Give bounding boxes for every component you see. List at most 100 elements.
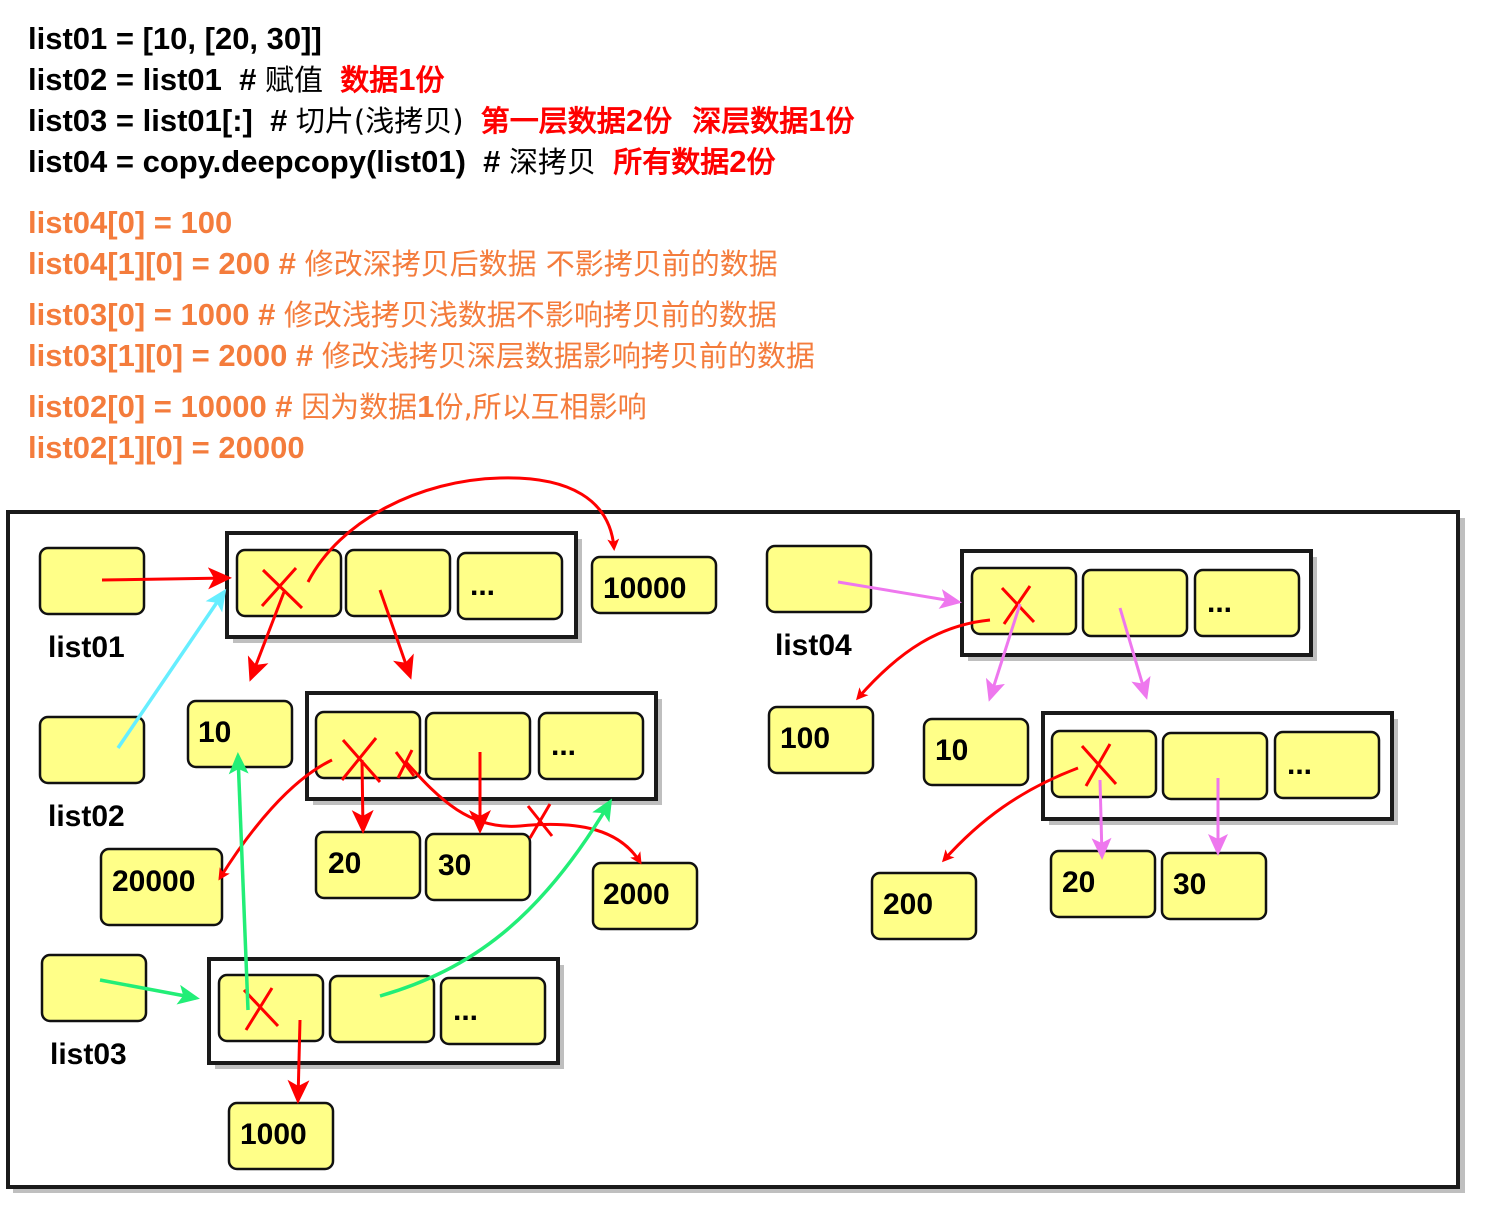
value-box-10-right xyxy=(922,717,1030,787)
op-line-2: list04[1][0] = 200 # 修改深拷贝后数据 不影拷贝前的数据 xyxy=(28,245,778,283)
value-box-20000 xyxy=(99,847,224,927)
value-text-20-right: 20 xyxy=(1062,866,1095,899)
deep-inner-cell-0 xyxy=(1050,729,1158,799)
op-comment: 修改浅拷贝深层数据影响拷贝前的数据 xyxy=(321,339,815,373)
list03-cell-1 xyxy=(328,974,436,1044)
list04-cell-1 xyxy=(1081,568,1189,638)
comment-text: 赋值 xyxy=(264,63,323,97)
op-line-6: list02[1][0] = 20000 xyxy=(28,430,305,465)
list01-cell-1 xyxy=(344,548,452,618)
arrow-list04-cell0-to-100 xyxy=(856,618,991,701)
list01-cell-0 xyxy=(235,548,343,618)
code-line-1: list01 = [10, [20, 30]] xyxy=(28,21,322,56)
note-text: 第一层数据 xyxy=(480,104,626,138)
comment-text: 切片(浅拷贝) xyxy=(295,104,464,138)
var-box-list04 xyxy=(765,544,873,614)
op-code: list04[1][0] = 200 # xyxy=(28,246,305,281)
arrow-cell0-to-10 xyxy=(247,591,286,682)
code-line-4: list04 = copy.deepcopy(list01) # 深拷贝 所有数… xyxy=(28,143,776,181)
op-code: list03[0] = 1000 # xyxy=(28,297,284,332)
deep-inner-cell-1 xyxy=(1161,731,1269,801)
note-text: 所有数据 xyxy=(613,145,730,179)
value-text-2000: 2000 xyxy=(603,878,670,911)
ellipsis-text: ... xyxy=(1207,586,1232,619)
cross-mark xyxy=(242,987,280,1031)
arrow-list02-to-list01 xyxy=(116,588,227,749)
arrow-cell1-to-inner xyxy=(378,589,414,680)
op-line-3: list03[0] = 1000 # 修改浅拷贝浅数据不影响拷贝前的数据 xyxy=(28,296,777,334)
note-text-mid: 份 深层数据 xyxy=(643,104,809,138)
value-text-20-left: 20 xyxy=(328,847,361,880)
value-text-20000: 20000 xyxy=(112,865,195,898)
inner-cell-0 xyxy=(314,710,422,780)
list04-cell-0 xyxy=(970,566,1078,636)
value-text-30-left: 30 xyxy=(438,849,471,882)
op-line-1: list04[0] = 100 xyxy=(28,205,233,240)
op-comment: 修改浅拷贝浅数据不影响拷贝前的数据 xyxy=(283,298,777,332)
note-text-end: 份 xyxy=(415,63,445,97)
op-line-5: list02[0] = 10000 # 因为数据1份,所以互相影响 xyxy=(28,388,647,426)
value-box-100 xyxy=(767,705,875,775)
arrow-inner-to-20000 xyxy=(218,758,333,881)
list03-cell-2 xyxy=(439,976,547,1046)
arrow-inner-to-20 xyxy=(351,759,374,834)
value-box-10000 xyxy=(590,555,718,615)
label-list04: list04 xyxy=(775,629,852,662)
note-number-2: 1 xyxy=(808,103,826,138)
value-text-30-right: 30 xyxy=(1173,868,1206,901)
code-text: list03 = list01[:] # xyxy=(28,103,296,138)
var-box-list01 xyxy=(38,546,146,616)
arrow-deep-inner-to-20 xyxy=(1091,779,1112,860)
cross-mark xyxy=(394,749,416,779)
code-line-3: list03 = list01[:] # 切片(浅拷贝) 第一层数据2份 深层数… xyxy=(28,102,855,140)
code-line-2: list02 = list01 # 赋值 数据1份 xyxy=(28,61,444,99)
value-text-10-right: 10 xyxy=(935,734,968,767)
deep-inner-cell-2 xyxy=(1273,730,1381,800)
note-text: 数据 xyxy=(340,63,399,97)
arrow-list04-cell0-to-10 xyxy=(985,603,1022,702)
arrow-list01-to-list xyxy=(101,567,232,590)
note-number: 1 xyxy=(398,62,416,97)
ellipsis-text: ... xyxy=(453,994,478,1027)
note-text-end: 份 xyxy=(746,145,776,179)
code-text: list02 = list01 # xyxy=(28,62,265,97)
op-code: list02[0] = 10000 # xyxy=(28,389,302,424)
cross-mark xyxy=(340,737,382,783)
op-code: list03[1][0] = 2000 # xyxy=(28,338,322,373)
comment-text: 深拷贝 xyxy=(508,145,596,179)
note-number: 2 xyxy=(625,103,644,138)
value-text-100: 100 xyxy=(780,722,830,755)
note-text-end: 份 xyxy=(825,104,855,138)
ellipsis-text: ... xyxy=(551,729,576,762)
code-text: list04 = copy.deepcopy(list01) # xyxy=(28,144,509,179)
arrow-inner-to-2000 xyxy=(404,760,642,865)
value-box-200 xyxy=(870,871,978,941)
var-box-list02 xyxy=(38,715,146,785)
value-box-2000 xyxy=(591,861,699,931)
var-box-list03 xyxy=(40,953,148,1023)
arrow-cell0-to-10000 xyxy=(306,476,620,583)
cross-mark xyxy=(526,803,554,839)
op-number: 1 xyxy=(417,389,435,424)
label-list02: list02 xyxy=(48,800,125,833)
value-box-1000 xyxy=(227,1101,335,1171)
inner-cell-2 xyxy=(537,711,645,781)
list03-cell-0 xyxy=(217,973,325,1043)
op-comment-end: 份,所以互相影响 xyxy=(434,390,647,424)
list01-cell-2 xyxy=(456,551,564,621)
label-list01: list01 xyxy=(48,631,125,664)
cross-mark xyxy=(1000,585,1036,625)
op-line-4: list03[1][0] = 2000 # 修改浅拷贝深层数据影响拷贝前的数据 xyxy=(28,337,815,375)
inner-cell-1 xyxy=(424,711,532,781)
arrow-deep-inner-to-200 xyxy=(941,766,1079,863)
note-number: 2 xyxy=(729,144,747,179)
arrow-list03-cell0-to-10 xyxy=(228,752,250,1011)
arrow-list03-cell1-to-inner xyxy=(379,798,613,998)
ellipsis-text: ... xyxy=(470,569,495,602)
arrow-list03-cell0-to-1000 xyxy=(287,1019,310,1104)
value-text-1000: 1000 xyxy=(240,1118,307,1151)
value-text-10-left: 10 xyxy=(198,716,231,749)
cross-mark xyxy=(260,566,304,610)
ellipsis-text: ... xyxy=(1287,748,1312,781)
